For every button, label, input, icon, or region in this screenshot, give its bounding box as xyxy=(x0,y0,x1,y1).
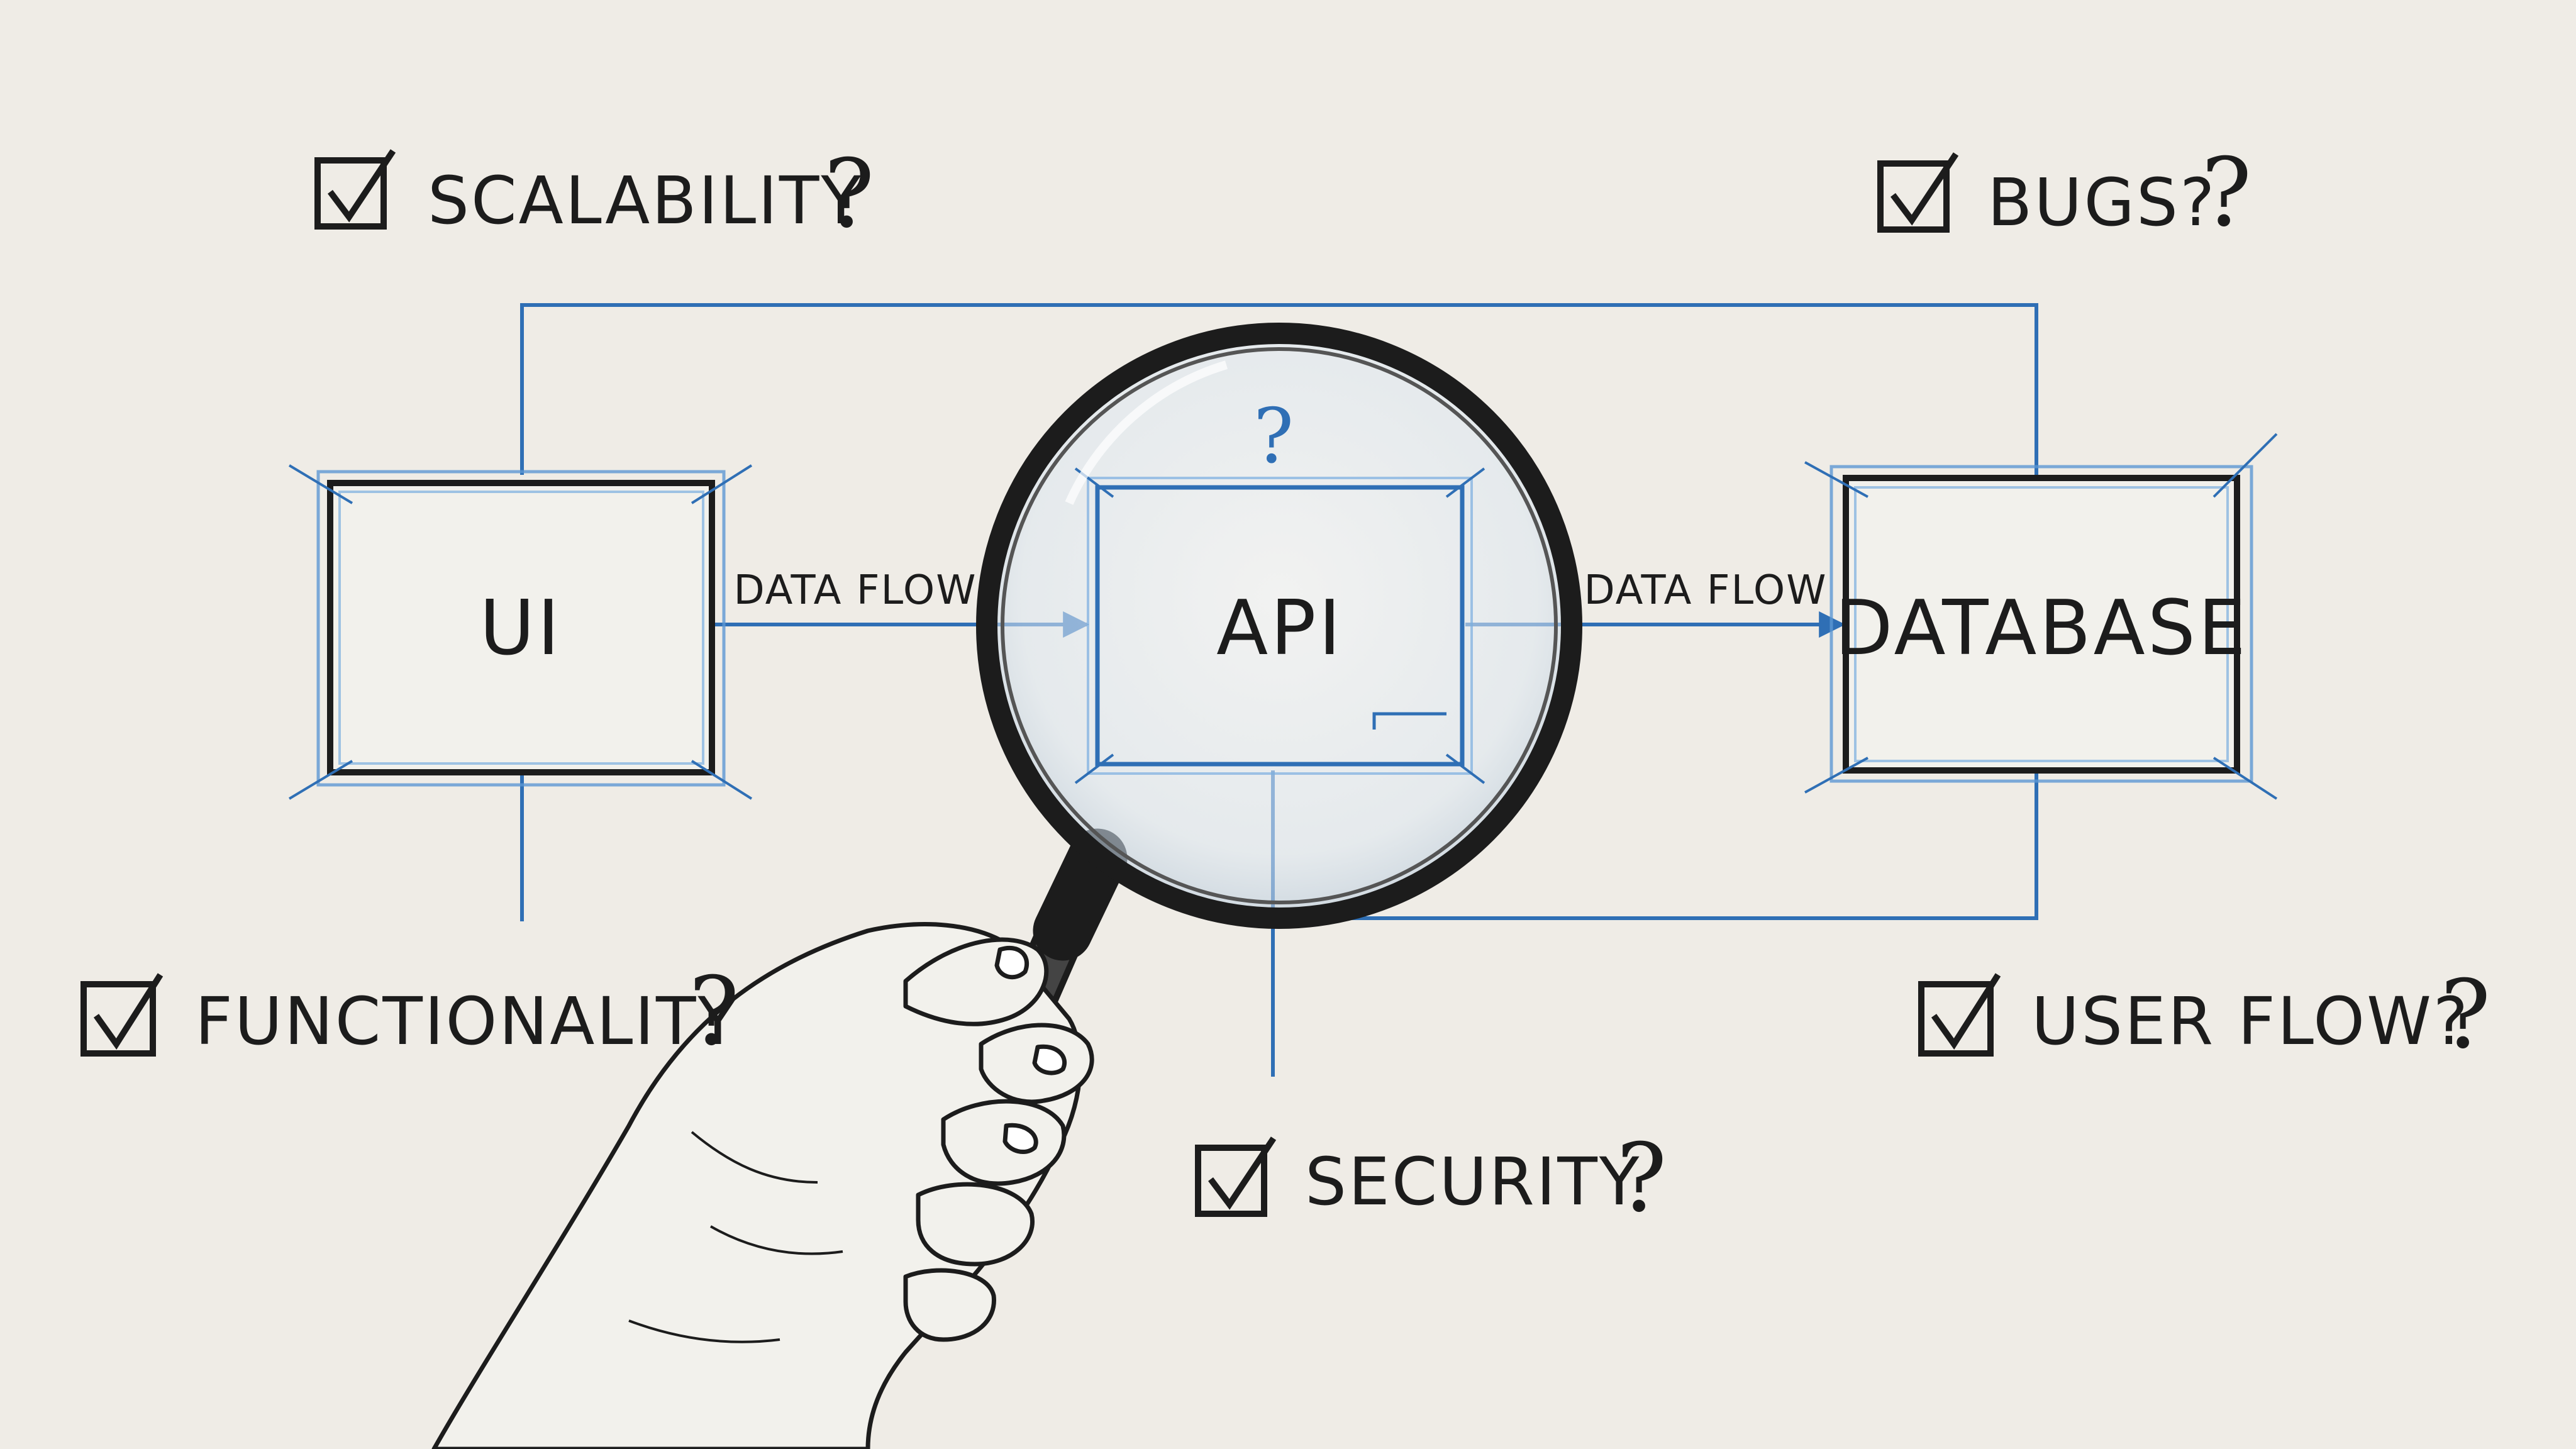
top-bus-line xyxy=(520,303,2038,478)
question-mark: ? xyxy=(1616,1124,1667,1233)
check-item-user-flow: USER FLOW? ? xyxy=(1918,960,2490,1070)
node-database-label: DATABASE xyxy=(1835,585,2248,672)
check-item-label: SCALABILITY xyxy=(428,162,863,239)
question-mark: ? xyxy=(2201,138,2251,248)
check-item-scalability: SCALABILITY ? xyxy=(314,140,874,249)
edge-ui-api-label: DATA FLOW xyxy=(733,567,977,614)
node-ui-label: UI xyxy=(479,585,562,672)
check-item-functionality: FUNCTIONALITY ? xyxy=(80,957,740,1067)
check-item-security: SECURITY ? xyxy=(1195,1124,1667,1233)
check-item-label: USER FLOW? xyxy=(2031,983,2470,1060)
checkbox-checked-icon xyxy=(314,149,396,230)
check-item-bugs: BUGS? ? xyxy=(1877,138,2251,248)
checkbox-checked-icon xyxy=(80,973,164,1057)
hand-icon xyxy=(431,922,1094,1449)
api-question-mark: ? xyxy=(1253,393,1294,480)
checkbox-checked-icon xyxy=(1918,973,2001,1057)
node-ui: UI xyxy=(288,464,753,800)
check-item-label: FUNCTIONALITY xyxy=(195,983,740,1060)
checkbox-checked-icon xyxy=(1195,1136,1277,1217)
question-mark: ? xyxy=(2440,960,2490,1070)
edge-api-database-label: DATA FLOW xyxy=(1584,567,1827,614)
magnifier-lens xyxy=(987,333,1572,918)
checkbox-checked-icon xyxy=(1877,152,1959,233)
check-item-label: SECURITY xyxy=(1305,1143,1641,1220)
question-mark: ? xyxy=(824,140,874,249)
node-api: API xyxy=(1074,467,1485,784)
node-database: DATABASE xyxy=(1804,433,2278,800)
magnifier-rim xyxy=(976,323,1582,929)
check-item-label: BUGS? xyxy=(1987,164,2216,241)
node-api-label: API xyxy=(1216,585,1343,672)
bottom-bus-line xyxy=(1305,774,2038,920)
question-mark: ? xyxy=(689,957,739,1067)
